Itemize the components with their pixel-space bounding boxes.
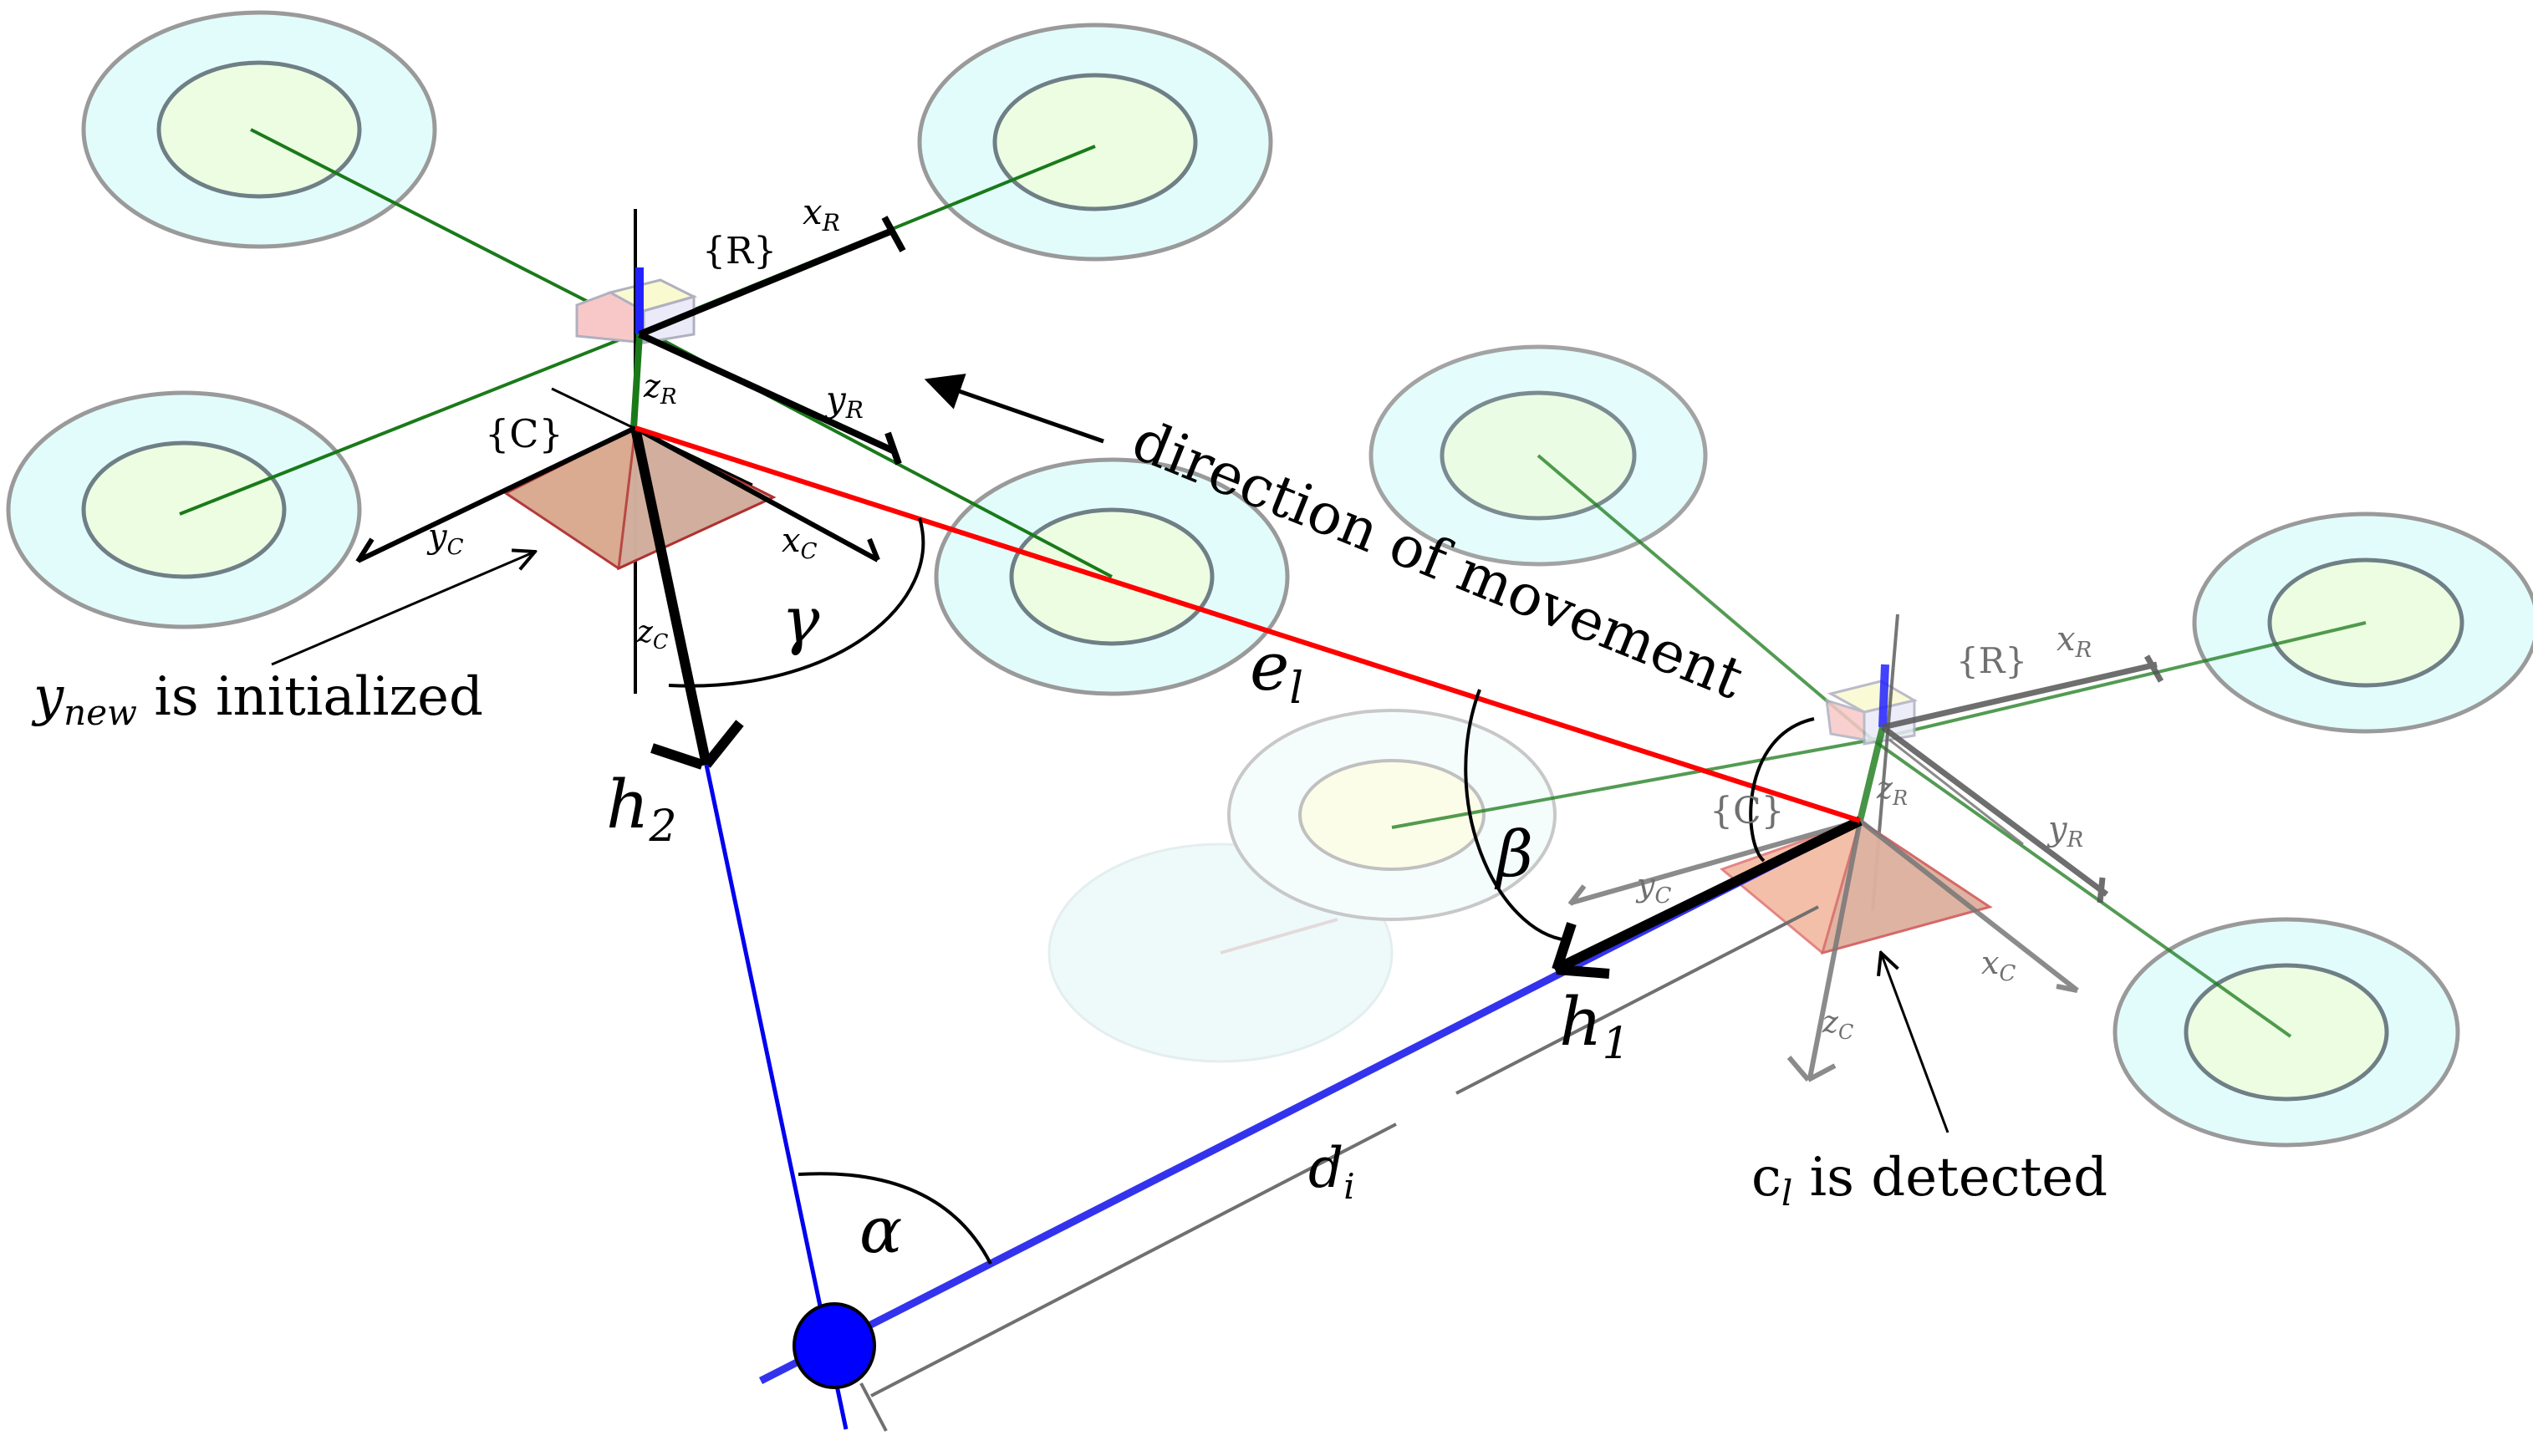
right-x-camera-label: xC [1981,944,2016,986]
left-z-robot-label: zR [643,368,677,410]
h2-ray [630,426,711,766]
left-robot-frame-label: {R} [702,230,777,272]
right-drone-arms [1391,454,2367,1038]
alpha-arc [798,1172,992,1265]
el-label: el [1250,628,1303,714]
detected-label: cl is detected [1751,1147,2107,1214]
beta-label: β [1494,817,1533,891]
gamma-label: γ [782,583,820,657]
left-y-camera-label: yC [426,517,464,560]
left-z-camera-label: zC [636,615,668,654]
right-drone [1368,344,2533,1148]
ghost-propeller-hub [1298,759,1486,871]
h1-ray [1552,816,1863,975]
h2-label: h2 [606,766,677,852]
gamma-arc [668,517,925,688]
right-robot-frame-label: {R} [1956,640,2027,681]
right-z-camera-label: zC [1822,1005,1853,1044]
left-x-robot-label: xR [803,191,840,237]
direction-arrow [924,374,1104,444]
h1-label: h1 [1559,983,1630,1069]
left-robot-frame-axes [638,216,906,466]
beta-arc-2 [1749,717,1815,863]
alpha-label: α [859,1193,902,1267]
right-y-robot-label: yR [2046,810,2083,853]
beta-arc [1464,689,1568,942]
left-y-robot-label: yR [824,379,864,424]
landmark-point [793,1302,876,1389]
di-label: di [1308,1136,1355,1207]
left-camera-frame-axes [355,387,880,563]
right-x-robot-label: xR [2056,620,2092,663]
right-z-robot-label: zR [1876,771,1908,810]
left-x-camera-label: xC [782,522,818,564]
right-camera-frame-label: {C} [1710,790,1785,832]
detected-pointer [1881,953,1949,1133]
right-y-camera-label: yC [1635,867,1671,909]
right-drone-body [1825,680,1919,746]
geometry [271,374,1949,1432]
right-robot-frame-axes [1880,654,2164,904]
left-drone [6,10,1290,770]
right-camera-frame-axes [1567,738,2079,1082]
initialized-label: ynew is initialized [31,666,483,733]
error-line [635,425,1861,823]
ghost-propellers [1047,709,1557,1063]
left-camera-frame-label: {C} [485,411,563,456]
distance-measure [859,905,1819,1432]
initialized-pointer [271,552,535,666]
